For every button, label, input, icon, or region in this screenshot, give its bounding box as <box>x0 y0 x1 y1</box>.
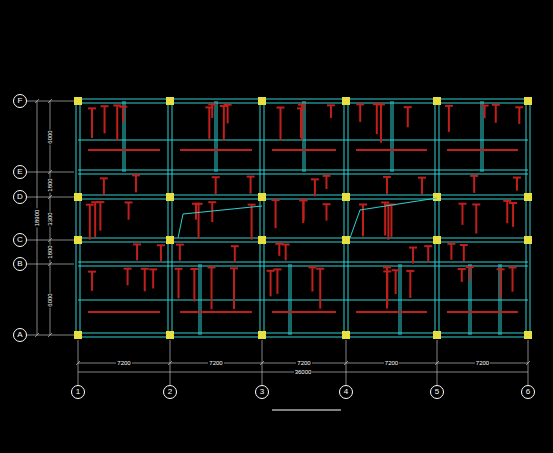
axis-label: C <box>17 236 23 244</box>
dimension-text: 7200 <box>384 360 399 366</box>
axis-label: 1 <box>76 388 80 396</box>
axis-label: E <box>17 168 22 176</box>
axis-bubble: B <box>13 257 27 271</box>
dimension-text: 1800 <box>47 177 53 192</box>
axis-bubble: D <box>13 190 27 204</box>
dimension-text: 7200 <box>208 360 223 366</box>
axis-bubble: 3 <box>255 385 269 399</box>
dimension-text: 6000 <box>47 129 53 144</box>
axis-bubble: F <box>13 94 27 108</box>
axis-label: 3 <box>260 388 264 396</box>
axis-bubble: 5 <box>430 385 444 399</box>
dimension-text: 7200 <box>296 360 311 366</box>
axis-label: A <box>17 331 22 339</box>
axis-label: F <box>18 97 23 105</box>
axis-label: D <box>17 193 23 201</box>
axis-bubble: A <box>13 328 27 342</box>
axis-label: 2 <box>168 388 172 396</box>
dimension-text: 7200 <box>116 360 131 366</box>
axis-label: 4 <box>344 388 348 396</box>
axis-bubble: E <box>13 165 27 179</box>
axis-label: 6 <box>526 388 530 396</box>
dimension-text: 6000 <box>47 292 53 307</box>
dimension-text: 36000 <box>294 369 313 375</box>
axis-bubble: 1 <box>71 385 85 399</box>
axis-bubble: C <box>13 233 27 247</box>
axis-bubble: 6 <box>521 385 535 399</box>
axis-bubble: 4 <box>339 385 353 399</box>
dimension-text: 7200 <box>475 360 490 366</box>
axis-label: 5 <box>435 388 439 396</box>
dimension-text: 1800 <box>47 244 53 259</box>
dimension-text: 3300 <box>47 211 53 226</box>
axis-bubble: 2 <box>163 385 177 399</box>
axis-label: B <box>17 260 22 268</box>
dimension-text: 18900 <box>34 209 40 228</box>
